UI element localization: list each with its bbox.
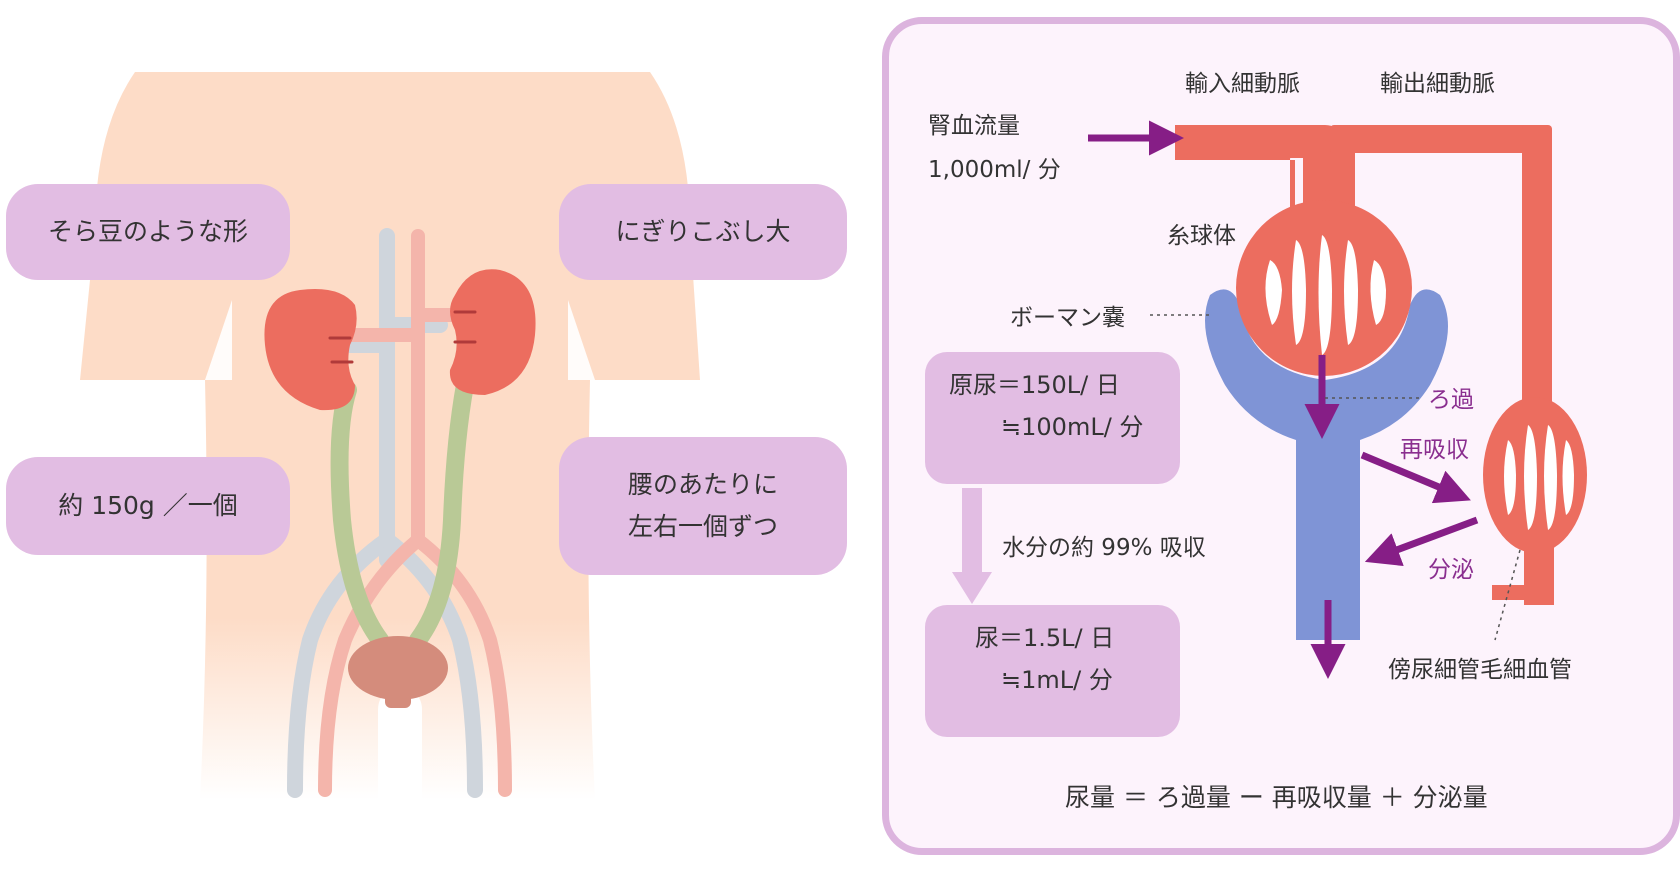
kidney-left-side <box>449 269 536 395</box>
shape-label: そら豆のような形 <box>6 184 290 280</box>
location-text-2: 左右一個ずつ <box>627 512 778 541</box>
peritubular-capillary <box>1483 397 1587 605</box>
water-absorb-label: 水分の約 99% 吸収 <box>1002 535 1206 561</box>
afferent-label: 輸入細動脈 <box>1185 71 1300 97</box>
bowman-capsule <box>1205 289 1448 640</box>
urine-line1: 尿＝1.5L/ 日 <box>975 624 1115 652</box>
location-label: 腰のあたりに 左右一個ずつ <box>559 437 847 575</box>
size-label: にぎりこぶし大 <box>559 184 847 280</box>
size-text: にぎりこぶし大 <box>615 217 791 246</box>
secretion-arrow <box>1364 516 1479 567</box>
kidney-right-side <box>264 289 357 411</box>
glomerulus-ball <box>1236 200 1412 376</box>
ureters <box>330 376 474 649</box>
formula: 尿量 ＝ ろ過量 ー 再吸収量 ＋ 分泌量 <box>1065 783 1488 812</box>
absorb-arrow <box>952 488 992 604</box>
reabsorption-label: 再吸収 <box>1400 437 1469 463</box>
bladder <box>348 636 448 700</box>
filtration-label: ろ過 <box>1428 387 1474 413</box>
urine-box: 尿＝1.5L/ 日 ≒1mL/ 分 <box>925 605 1180 737</box>
weight-label: 約 150g ／一個 <box>6 457 290 555</box>
efferent-label: 輸出細動脈 <box>1380 71 1495 97</box>
leg-gap <box>378 690 422 800</box>
weight-text: 約 150g ／一個 <box>58 491 238 520</box>
secretion-label: 分泌 <box>1428 557 1474 583</box>
location-text-1: 腰のあたりに <box>627 470 778 499</box>
primary-urine-line1: 原尿＝150L/ 日 <box>949 371 1120 399</box>
bowman-label: ボーマン嚢 <box>1010 305 1125 331</box>
primary-urine-line2: ≒100mL/ 分 <box>1001 413 1144 441</box>
renal-flow-value: 1,000ml/ 分 <box>928 157 1061 183</box>
shape-text: そら豆のような形 <box>47 217 248 246</box>
flow-arrows <box>1088 120 1479 679</box>
urine-line2: ≒1mL/ 分 <box>1001 666 1113 694</box>
arterioles <box>1175 125 1552 600</box>
reabsorption-arrow <box>1360 451 1471 504</box>
glomerulus-label: 糸球体 <box>1167 223 1236 249</box>
renal-flow-label: 腎血流量 <box>928 113 1020 139</box>
capillary-label: 傍尿細管毛細血管 <box>1388 657 1572 683</box>
primary-urine-box: 原尿＝150L/ 日 ≒100mL/ 分 <box>925 352 1180 484</box>
